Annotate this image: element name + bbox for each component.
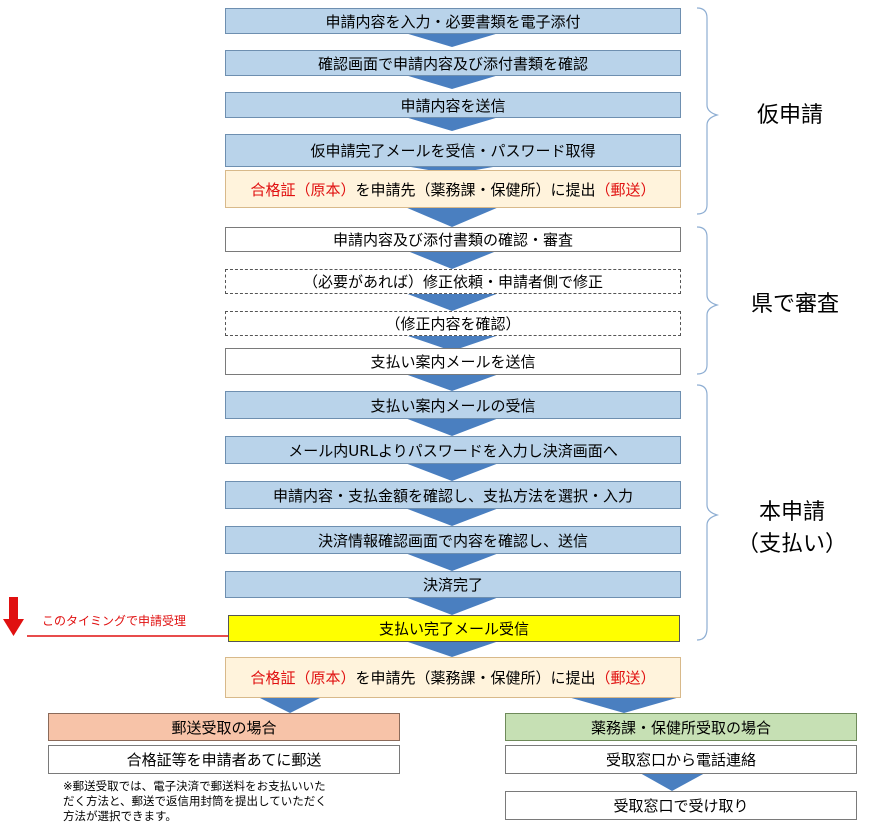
step-payment-mail-receive: 支払い案内メールの受信 — [225, 391, 681, 419]
step-input-label: 申請内容を入力・必要書類を電子添付 — [325, 12, 581, 31]
step-payment-complete: 決済完了 — [225, 571, 681, 598]
phase-provisional-label: 仮申請 — [756, 103, 823, 128]
phase-examination: 県で審査 — [730, 289, 860, 321]
branch-office-step2: 受取窓口で受け取り — [505, 791, 857, 820]
branch-mail-note: ※郵送受取では、電子決済で郵送料をお支払いいた だく方法と、郵送で返信用封筒を提… — [63, 779, 403, 824]
branch-office-title: 薬務課・保健所受取の場合 — [505, 713, 857, 741]
phase-main-line1: 本申請 — [758, 500, 825, 525]
timing-label-text: このタイミングで申請受理 — [42, 614, 187, 628]
mail-method-label-2: （郵送） — [595, 669, 656, 687]
step-correction-check: （修正内容を確認） — [225, 311, 681, 336]
step-payment-mail-send: 支払い案内メールを送信 — [225, 348, 681, 375]
step-input: 申請内容を入力・必要書類を電子添付 — [225, 8, 681, 34]
step-review: 確認画面で申請内容及び添付書類を確認 — [225, 50, 681, 76]
step-payment-complete-label: 決済完了 — [422, 576, 483, 594]
phase-examination-label: 県で審査 — [750, 292, 839, 317]
step-send: 申請内容を送信 — [225, 92, 681, 118]
branch-office-title-label: 薬務課・保健所受取の場合 — [590, 718, 771, 737]
step-correction-request: （必要があれば）修正依頼・申請者側で修正 — [225, 269, 681, 294]
step-correction-check-label: （修正内容を確認） — [385, 315, 521, 333]
timing-label: このタイミングで申請受理 — [42, 612, 186, 629]
branch-mail-step-label: 合格証等を申請者あてに郵送 — [126, 751, 322, 769]
certificate-label-2: 合格証（原本） — [250, 669, 356, 687]
step-payment-mail-receive-label: 支払い案内メールの受信 — [370, 396, 536, 415]
step-examination-label: 申請内容及び添付書類の確認・審査 — [332, 231, 573, 249]
certificate-label: 合格証（原本） — [250, 180, 356, 199]
phase-main-application: 本申請 （支払い） — [722, 497, 862, 561]
step-completion-mail: 支払い完了メール受信 — [228, 615, 680, 642]
step-confirm-amount-label: 申請内容・支払金額を確認し、支払方法を選択・入力 — [272, 486, 633, 505]
step-payment-confirm: 決済情報確認画面で内容を確認し、送信 — [225, 526, 681, 554]
branch-office-step1: 受取窓口から電話連絡 — [505, 745, 857, 774]
step-confirm-amount: 申請内容・支払金額を確認し、支払方法を選択・入力 — [225, 481, 681, 509]
step-send-label: 申請内容を送信 — [400, 96, 506, 115]
phase-main-line2: （支払い） — [736, 532, 847, 557]
branch-mail-step: 合格証等を申請者あてに郵送 — [48, 745, 400, 774]
branch-office-step2-label: 受取窓口で受け取り — [613, 797, 749, 815]
note-line-2: だく方法と、郵送で返信用封筒を提出していただく — [63, 794, 327, 808]
step-submit-certificate-2: 合格証（原本）を申請先（薬務課・保健所）に提出（郵送） — [225, 657, 681, 698]
note-line-1: ※郵送受取では、電子決済で郵送料をお支払いいた — [63, 779, 326, 793]
submit-target-label: を申請先（薬務課・保健所）に提出 — [355, 180, 596, 199]
step-payment-mail-send-label: 支払い案内メールを送信 — [370, 353, 536, 371]
timing-indicator — [3, 597, 228, 637]
mail-method-label: （郵送） — [595, 180, 656, 199]
branch-mail-title: 郵送受取の場合 — [48, 713, 400, 741]
step-payment-confirm-label: 決済情報確認画面で内容を確認し、送信 — [317, 531, 588, 550]
note-line-3: 方法が選択できます。 — [63, 809, 177, 823]
step-provisional-mail: 仮申請完了メールを受信・パスワード取得 — [225, 134, 681, 167]
step-provisional-mail-label: 仮申請完了メールを受信・パスワード取得 — [310, 142, 596, 160]
step-url-password: メール内URLよりパスワードを入力し決済画面へ — [225, 436, 681, 464]
step-examination: 申請内容及び添付書類の確認・審査 — [225, 227, 681, 252]
submit-target-label-2: を申請先（薬務課・保健所）に提出 — [355, 669, 596, 687]
branch-mail-title-label: 郵送受取の場合 — [171, 718, 277, 737]
step-correction-request-label: （必要があれば）修正依頼・申請者側で修正 — [302, 273, 603, 291]
step-submit-certificate-1: 合格証（原本）を申請先（薬務課・保健所）に提出（郵送） — [225, 170, 681, 208]
step-url-password-label: メール内URLよりパスワードを入力し決済画面へ — [288, 441, 618, 460]
step-completion-mail-label: 支払い完了メール受信 — [378, 620, 529, 638]
phase-provisional: 仮申請 — [730, 100, 850, 132]
branch-office-step1-label: 受取窓口から電話連絡 — [605, 751, 756, 769]
step-review-label: 確認画面で申請内容及び添付書類を確認 — [317, 54, 588, 73]
